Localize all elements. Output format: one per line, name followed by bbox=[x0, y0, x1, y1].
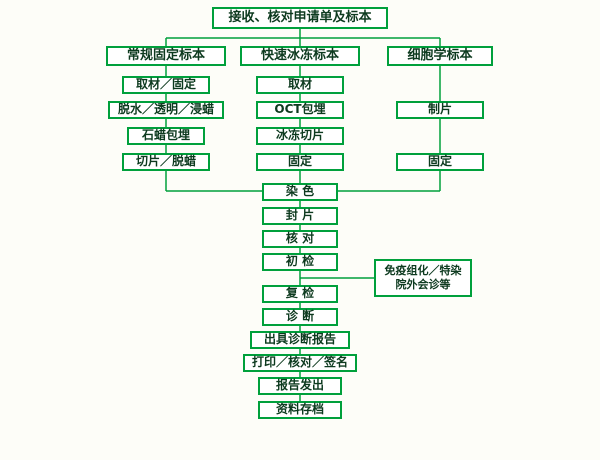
side-box-line-2: 院外会诊等 bbox=[395, 278, 451, 291]
box-verification: 核 对 bbox=[262, 230, 338, 248]
box-sampling: 取材 bbox=[256, 76, 344, 94]
box-data-archiving: 资料存档 bbox=[258, 401, 342, 419]
box-routine-fixed-specimen: 常规固定标本 bbox=[106, 46, 226, 66]
box-dehydration-clearing-waxing: 脱水／透明／浸蜡 bbox=[108, 101, 224, 119]
box-coverslipping: 封 片 bbox=[262, 207, 338, 225]
box-staining: 染 色 bbox=[262, 183, 338, 201]
box-receive-verify-specimen: 接收、核对申请单及标本 bbox=[212, 7, 388, 29]
box-sectioning-dewaxing: 切片／脱蜡 bbox=[122, 153, 210, 171]
box-fixation-cytology: 固定 bbox=[396, 153, 484, 171]
box-initial-check: 初 检 bbox=[262, 253, 338, 271]
box-issue-diagnostic-report: 出具诊断报告 bbox=[250, 331, 350, 349]
side-box-line-1: 免疫组化／特染 bbox=[384, 263, 462, 277]
box-rapid-frozen-specimen: 快速冰冻标本 bbox=[240, 46, 360, 66]
box-report-sent: 报告发出 bbox=[258, 377, 342, 395]
box-oct-embedding: OCT包埋 bbox=[256, 101, 344, 119]
box-ihc-special-stain-consultation: 免疫组化／特染 院外会诊等 bbox=[374, 259, 472, 297]
box-slide-preparation: 制片 bbox=[396, 101, 484, 119]
box-print-verify-sign: 打印／核对／签名 bbox=[243, 354, 357, 372]
box-sampling-fixation: 取材／固定 bbox=[122, 76, 210, 94]
box-paraffin-embedding: 石蜡包埋 bbox=[127, 127, 205, 145]
box-fixation-frozen: 固定 bbox=[256, 153, 344, 171]
box-recheck: 复 检 bbox=[262, 285, 338, 303]
box-frozen-sectioning: 冰冻切片 bbox=[256, 127, 344, 145]
box-cytology-specimen: 细胞学标本 bbox=[387, 46, 493, 66]
box-diagnosis: 诊 断 bbox=[262, 308, 338, 326]
